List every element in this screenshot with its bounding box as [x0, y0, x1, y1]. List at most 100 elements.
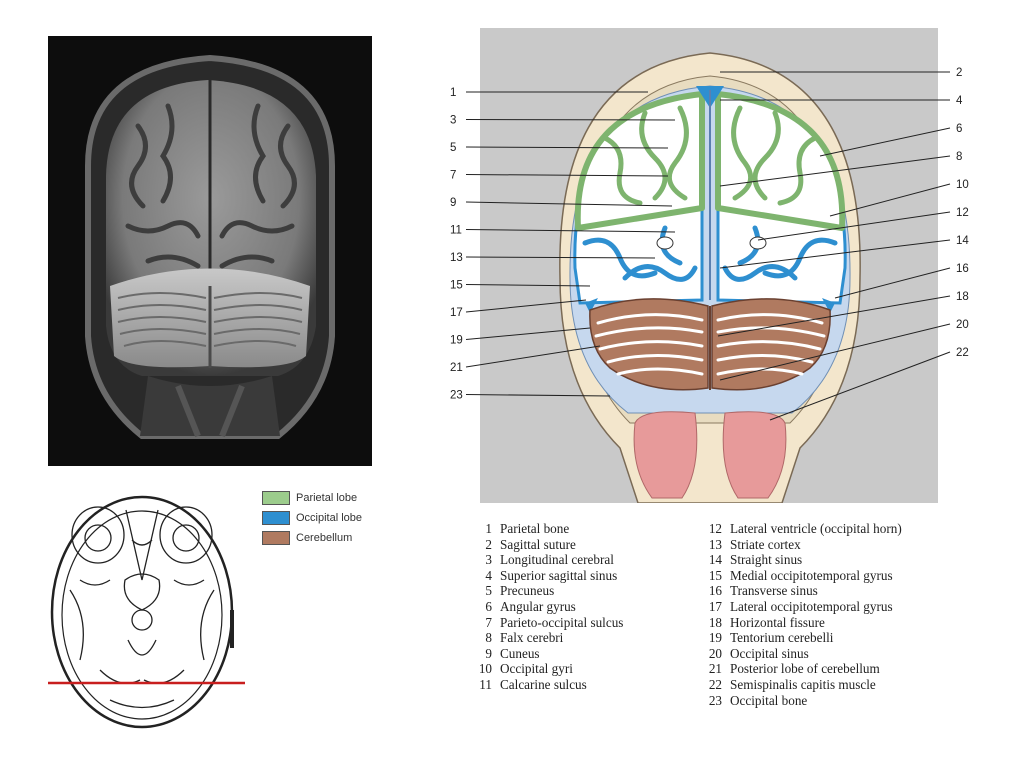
label-number-left: 1	[450, 87, 456, 99]
key-text: Parieto-occipital sulcus	[500, 615, 623, 631]
label-number-right: 10	[956, 179, 969, 191]
key-number: 12	[700, 521, 722, 537]
key-item: 14 Straight sinus	[700, 552, 902, 568]
label-number-right: 14	[956, 235, 969, 247]
key-number: 22	[700, 677, 722, 693]
key-text: Cuneus	[500, 646, 540, 662]
key-number: 8	[470, 630, 492, 646]
key-item: 10 Occipital gyri	[470, 661, 623, 677]
key-number: 17	[700, 599, 722, 615]
key-number: 19	[700, 630, 722, 646]
key-number: 15	[700, 568, 722, 584]
key-number: 14	[700, 552, 722, 568]
legend-swatch	[262, 491, 290, 505]
legend-item-occipital: Occipital lobe	[262, 508, 392, 528]
key-text: Striate cortex	[730, 537, 801, 553]
legend-swatch	[262, 531, 290, 545]
legend-item-parietal: Parietal lobe	[262, 488, 392, 508]
label-number-left: 17	[450, 307, 463, 319]
label-number-right: 18	[956, 291, 969, 303]
key-number: 13	[700, 537, 722, 553]
label-number-right: 6	[956, 123, 962, 135]
label-number-right: 2	[956, 67, 962, 79]
key-text: Lateral ventricle (occipital horn)	[730, 521, 902, 537]
key-number: 6	[470, 599, 492, 615]
key-text: Precuneus	[500, 583, 554, 599]
key-item: 20 Occipital sinus	[700, 646, 902, 662]
mri-coronal-image	[48, 36, 372, 466]
key-text: Transverse sinus	[730, 583, 818, 599]
key-item: 12 Lateral ventricle (occipital horn)	[700, 521, 902, 537]
color-legend: Parietal lobe Occipital lobe Cerebellum	[262, 488, 392, 548]
label-number-left: 3	[450, 115, 456, 127]
legend-item-cerebellum: Cerebellum	[262, 528, 392, 548]
key-number: 23	[700, 693, 722, 709]
key-text: Straight sinus	[730, 552, 802, 568]
key-item: 22 Semispinalis capitis muscle	[700, 677, 902, 693]
key-item: 4 Superior sagittal sinus	[470, 568, 623, 584]
key-text: Occipital sinus	[730, 646, 809, 662]
key-text: Occipital bone	[730, 693, 807, 709]
key-item: 1 Parietal bone	[470, 521, 623, 537]
key-item: 8 Falx cerebri	[470, 630, 623, 646]
key-number: 9	[470, 646, 492, 662]
key-text: Medial occipitotemporal gyrus	[730, 568, 893, 584]
label-number-left: 7	[450, 170, 456, 182]
key-item: 9 Cuneus	[470, 646, 623, 662]
legend-label: Parietal lobe	[296, 492, 357, 504]
key-text: Posterior lobe of cerebellum	[730, 661, 880, 677]
key-number: 10	[470, 661, 492, 677]
key-item: 21 Posterior lobe of cerebellum	[700, 661, 902, 677]
key-number: 5	[470, 583, 492, 599]
key-item: 7 Parieto-occipital sulcus	[470, 615, 623, 631]
key-text: Occipital gyri	[500, 661, 573, 677]
key-text: Superior sagittal sinus	[500, 568, 617, 584]
key-text: Angular gyrus	[500, 599, 576, 615]
key-text: Lateral occipitotemporal gyrus	[730, 599, 893, 615]
label-number-left: 15	[450, 280, 463, 292]
key-item: 19 Tentorium cerebelli	[700, 630, 902, 646]
key-item: 18 Horizontal fissure	[700, 615, 902, 631]
key-number: 18	[700, 615, 722, 631]
key-number: 21	[700, 661, 722, 677]
key-item: 13 Striate cortex	[700, 537, 902, 553]
label-number-left: 21	[450, 362, 463, 374]
key-text: Falx cerebri	[500, 630, 563, 646]
key-number: 16	[700, 583, 722, 599]
label-number-right: 4	[956, 95, 963, 107]
label-number-left: 19	[450, 335, 463, 347]
key-number: 2	[470, 537, 492, 553]
key-number: 4	[470, 568, 492, 584]
key-text: Tentorium cerebelli	[730, 630, 833, 646]
key-text: Semispinalis capitis muscle	[730, 677, 876, 693]
label-number-left: 13	[450, 252, 463, 264]
key-text: Longitudinal cerebral	[500, 552, 614, 568]
key-item: 16 Transverse sinus	[700, 583, 902, 599]
label-number-left: 5	[450, 142, 456, 154]
label-number-left: 9	[450, 197, 456, 209]
key-item: 6 Angular gyrus	[470, 599, 623, 615]
label-number-right: 22	[956, 347, 969, 359]
key-text: Horizontal fissure	[730, 615, 825, 631]
legend-label: Occipital lobe	[296, 512, 362, 524]
key-item: 15 Medial occipitotemporal gyrus	[700, 568, 902, 584]
key-number: 1	[470, 521, 492, 537]
key-text: Parietal bone	[500, 521, 569, 537]
key-number: 20	[700, 646, 722, 662]
label-number-right: 8	[956, 151, 962, 163]
label-number-right: 20	[956, 319, 969, 331]
key-number: 7	[470, 615, 492, 631]
key-text: Calcarine sulcus	[500, 677, 587, 693]
legend-label: Cerebellum	[296, 532, 352, 544]
leader-line	[466, 120, 675, 121]
label-number-left: 23	[450, 390, 463, 402]
label-number-right: 12	[956, 207, 969, 219]
